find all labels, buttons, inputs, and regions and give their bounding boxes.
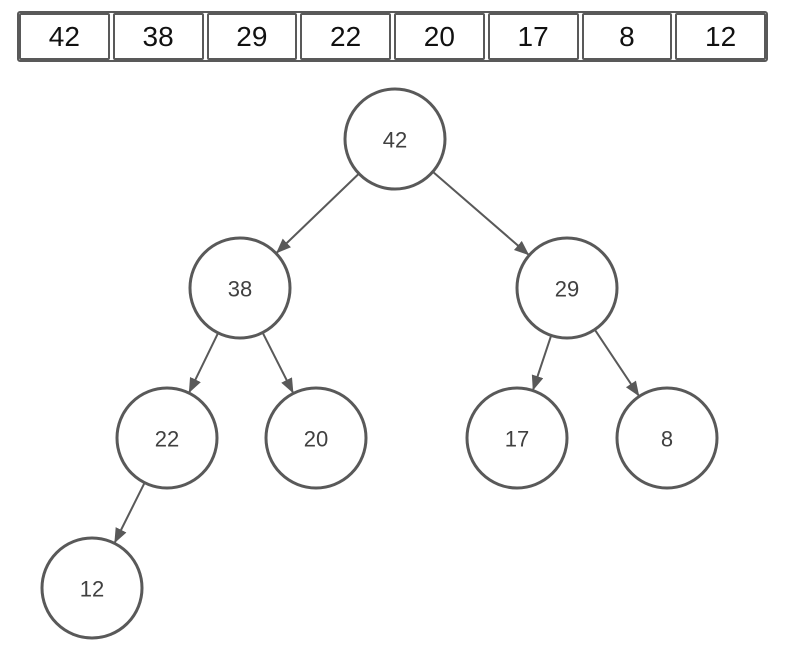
tree-node-8: 8 [615, 386, 719, 490]
array-cell: 17 [487, 13, 579, 60]
tree-edge-38-22 [187, 332, 220, 394]
array-cell: 8 [581, 13, 673, 60]
node-circle [264, 386, 368, 490]
array-cell: 22 [300, 13, 391, 60]
node-value: 38 [228, 277, 252, 302]
array-cell: 20 [394, 13, 485, 60]
tree-edge-29-8 [593, 329, 641, 397]
node-circle [188, 236, 292, 340]
tree-node-17: 17 [465, 386, 569, 490]
node-circle [465, 386, 569, 490]
node-value: 22 [155, 427, 179, 452]
tree-node-20: 20 [264, 386, 368, 490]
node-value: 17 [505, 427, 529, 452]
tree-edge-42-29 [432, 170, 530, 257]
node-value: 29 [555, 277, 579, 302]
tree-node-38: 38 [188, 236, 292, 340]
node-circle [515, 236, 619, 340]
tree-edge-38-20 [261, 332, 295, 394]
node-circle [40, 536, 144, 640]
array-cell: 38 [112, 13, 204, 60]
tree-node-29: 29 [515, 236, 619, 340]
tree-edge-22-12 [113, 482, 146, 544]
node-circle [343, 87, 447, 191]
heap-array: 42 38 29 22 20 17 8 12 [17, 11, 768, 62]
node-value: 12 [80, 577, 104, 602]
node-value: 42 [383, 128, 407, 153]
node-value: 8 [661, 427, 673, 452]
node-circle [615, 386, 719, 490]
tree-node-42: 42 [343, 87, 447, 191]
array-cell: 29 [206, 13, 298, 60]
array-cell: 42 [19, 13, 110, 60]
array-cell: 12 [675, 13, 766, 60]
tree-edge-42-38 [275, 172, 360, 255]
tree-edge-29-17 [531, 335, 553, 391]
tree-node-12: 12 [40, 536, 144, 640]
node-circle [115, 386, 219, 490]
node-value: 20 [304, 427, 328, 452]
tree-node-22: 22 [115, 386, 219, 490]
